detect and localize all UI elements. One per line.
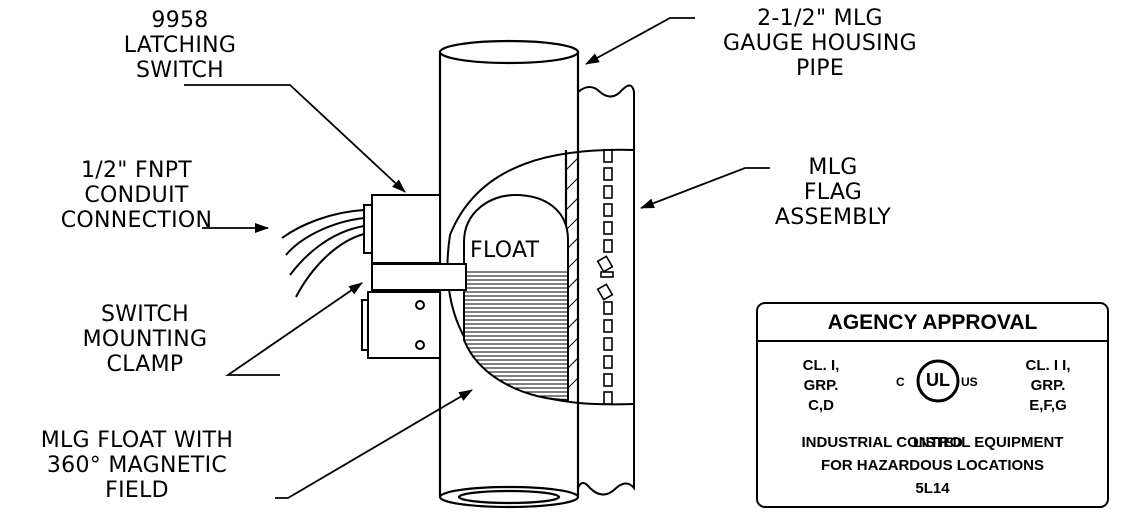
flag-assembly-line-3: ASSEMBLY — [774, 205, 892, 230]
approval-right-line-1: CL. I I, — [1025, 357, 1071, 374]
leader-lines — [184, 17, 770, 499]
latching-switch-line-1: 9958 — [151, 8, 209, 33]
approval-left-line-2: GRP. — [803, 377, 839, 394]
approval-left-column: CL. I, GRP. C,D — [776, 356, 866, 416]
latching-switch-label: 9958 LATCHING SWITCH — [100, 8, 260, 83]
mounting-clamp — [371, 263, 467, 291]
approval-footer-line-1: INDUSTRIAL CONTROL EQUIPMENT — [801, 434, 1064, 451]
clamp-label: SWITCH MOUNTING CLAMP — [60, 302, 230, 377]
ul-us-mark: US — [961, 375, 978, 389]
float-text: FLOAT — [470, 238, 540, 263]
housing-pipe-label: 2-1/2" MLG GAUGE HOUSING PIPE — [690, 6, 950, 81]
flag-assembly-label: MLG FLAG ASSEMBLY — [748, 155, 918, 230]
listed-text: LISTED — [913, 434, 963, 450]
housing-pipe-line-3: PIPE — [795, 56, 845, 81]
ul-listed-mark: C UL US — [888, 359, 988, 434]
ul-logo-icon — [916, 359, 960, 403]
approval-right-column: CL. I I, GRP. E,F,G — [998, 356, 1098, 416]
agency-approval-title: AGENCY APPROVAL — [758, 304, 1107, 342]
latching-switch-line-3: SWITCH — [135, 58, 225, 83]
conduit-label: 1/2" FNPT CONDUIT CONNECTION — [34, 158, 239, 233]
flag-elements — [596, 149, 614, 405]
housing-pipe-line-1: 2-1/2" MLG — [757, 6, 883, 31]
float-field-line-1: MLG FLOAT WITH — [40, 428, 234, 453]
switch-body — [361, 194, 441, 359]
magnetic-field — [446, 148, 635, 406]
agency-approval-box: AGENCY APPROVAL CL. I, GRP. C,D C UL US … — [756, 302, 1109, 508]
conduit-line-2: CONDUIT — [84, 183, 189, 208]
clamp-line-2: MOUNTING — [82, 327, 208, 352]
float-field-line-2: 360° MAGNETIC — [46, 453, 228, 478]
approval-right-line-2: GRP. — [1030, 377, 1066, 394]
flag-assembly-line-1: MLG — [808, 155, 858, 180]
ul-letters: UL — [926, 370, 950, 390]
clamp-line-3: CLAMP — [106, 352, 184, 377]
approval-footer-line-2: FOR HAZARDOUS LOCATIONS — [820, 457, 1045, 474]
float-field-label: MLG FLOAT WITH 360° MAGNETIC FIELD — [6, 428, 268, 503]
conduit-line-1: 1/2" FNPT — [80, 158, 193, 183]
approval-left-line-1: CL. I, — [802, 357, 840, 374]
conduit-wires — [281, 209, 365, 298]
float-field-line-3: FIELD — [105, 478, 169, 503]
clamp-line-1: SWITCH — [100, 302, 190, 327]
approval-footer-line-3: 5L14 — [915, 480, 950, 497]
ul-c-mark: C — [896, 375, 905, 389]
flag-assembly-line-2: FLAG — [803, 180, 863, 205]
latching-switch-line-2: LATCHING — [123, 33, 237, 58]
housing-pipe-line-2: GAUGE HOUSING — [723, 31, 917, 56]
conduit-line-3: CONNECTION — [60, 208, 213, 233]
approval-left-line-3: C,D — [808, 397, 834, 414]
approval-right-line-3: E,F,G — [1029, 397, 1067, 414]
pipe-wall-hatch — [565, 157, 579, 391]
